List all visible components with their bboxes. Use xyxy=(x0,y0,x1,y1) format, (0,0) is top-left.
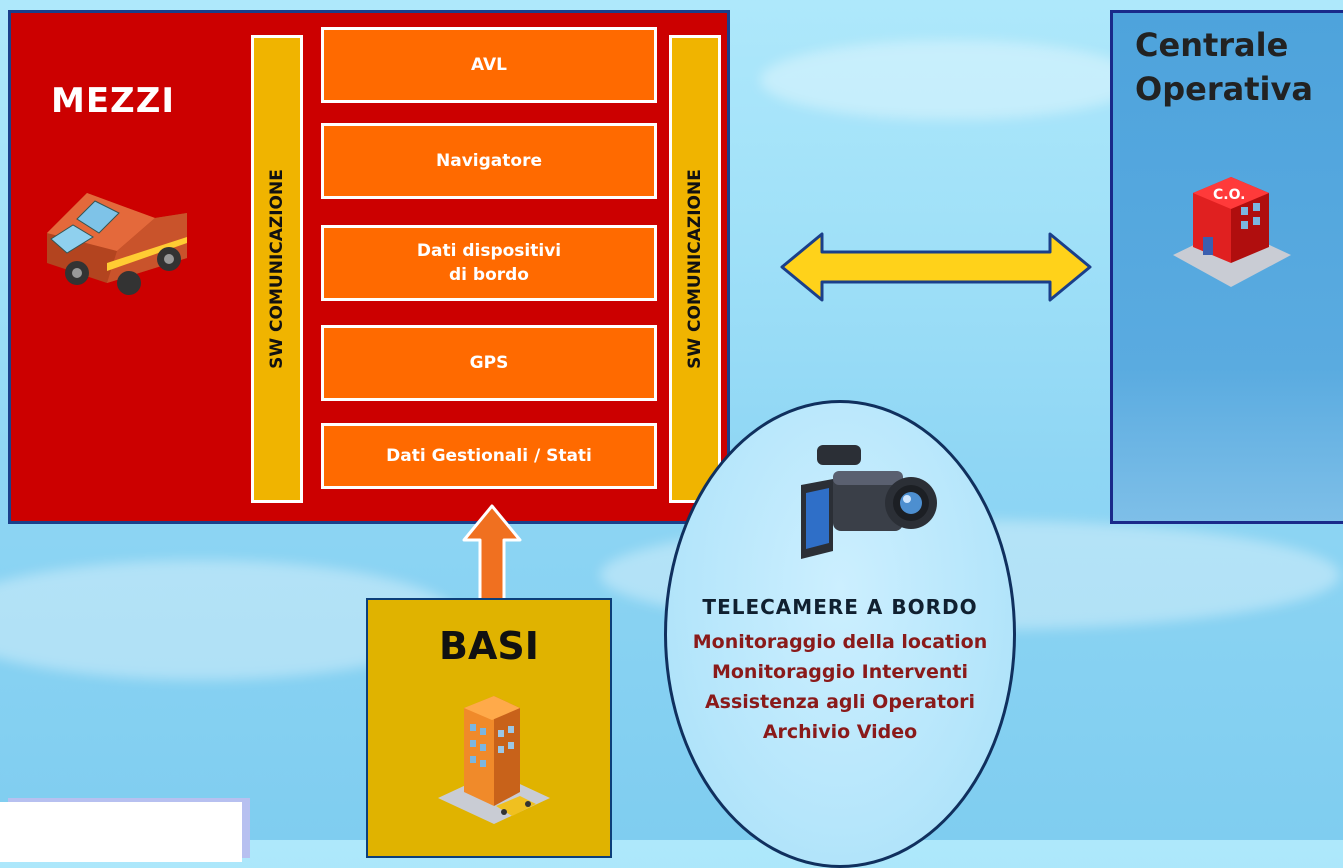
module-dati-gestionali: Dati Gestionali / Stati xyxy=(321,423,657,489)
module-navigatore: Navigatore xyxy=(321,123,657,199)
mezzi-panel: MEZZI SW COMUNICAZIONE SW COMUNICAZIONE … xyxy=(8,10,730,524)
co-sign-label: C.O. xyxy=(1213,187,1246,203)
building-red-icon: C.O. xyxy=(1173,177,1291,287)
centrale-title: Centrale Operativa xyxy=(1135,26,1313,108)
tele-item-location: Monitoraggio della location xyxy=(692,631,988,653)
tele-item-assistenza: Assistenza agli Operatori xyxy=(704,691,976,713)
sw-comunicazione-left: SW COMUNICAZIONE xyxy=(251,35,303,503)
mezzi-title: MEZZI xyxy=(51,81,176,121)
video-camera-icon xyxy=(801,445,937,559)
module-avl: AVL xyxy=(321,27,657,103)
up-arrow xyxy=(462,504,522,604)
centrale-operativa-panel: Centrale Operativa C.O. xyxy=(1110,10,1343,524)
van-icon xyxy=(47,193,187,295)
telecamere-ellipse: TELECAMERE A BORDO Monitoraggio della lo… xyxy=(664,400,1016,868)
module-dati-dispositivi: Dati dispositivi di bordo xyxy=(321,225,657,301)
sw-comunicazione-right-label: SW COMUNICAZIONE xyxy=(685,169,705,369)
telecamere-title: TELECAMERE A BORDO xyxy=(702,595,978,619)
building-orange-icon xyxy=(438,696,550,824)
tele-item-archivio: Archivio Video xyxy=(762,721,918,743)
bottom-card xyxy=(0,802,242,862)
basi-panel: BASI xyxy=(366,598,612,858)
basi-title: BASI xyxy=(439,624,539,668)
background-streak xyxy=(760,40,1140,120)
module-gps: GPS xyxy=(321,325,657,401)
tele-item-interventi: Monitoraggio Interventi xyxy=(711,661,969,683)
bidirectional-arrow xyxy=(780,232,1092,302)
sw-comunicazione-right: SW COMUNICAZIONE xyxy=(669,35,721,503)
sw-comunicazione-left-label: SW COMUNICAZIONE xyxy=(267,169,287,369)
